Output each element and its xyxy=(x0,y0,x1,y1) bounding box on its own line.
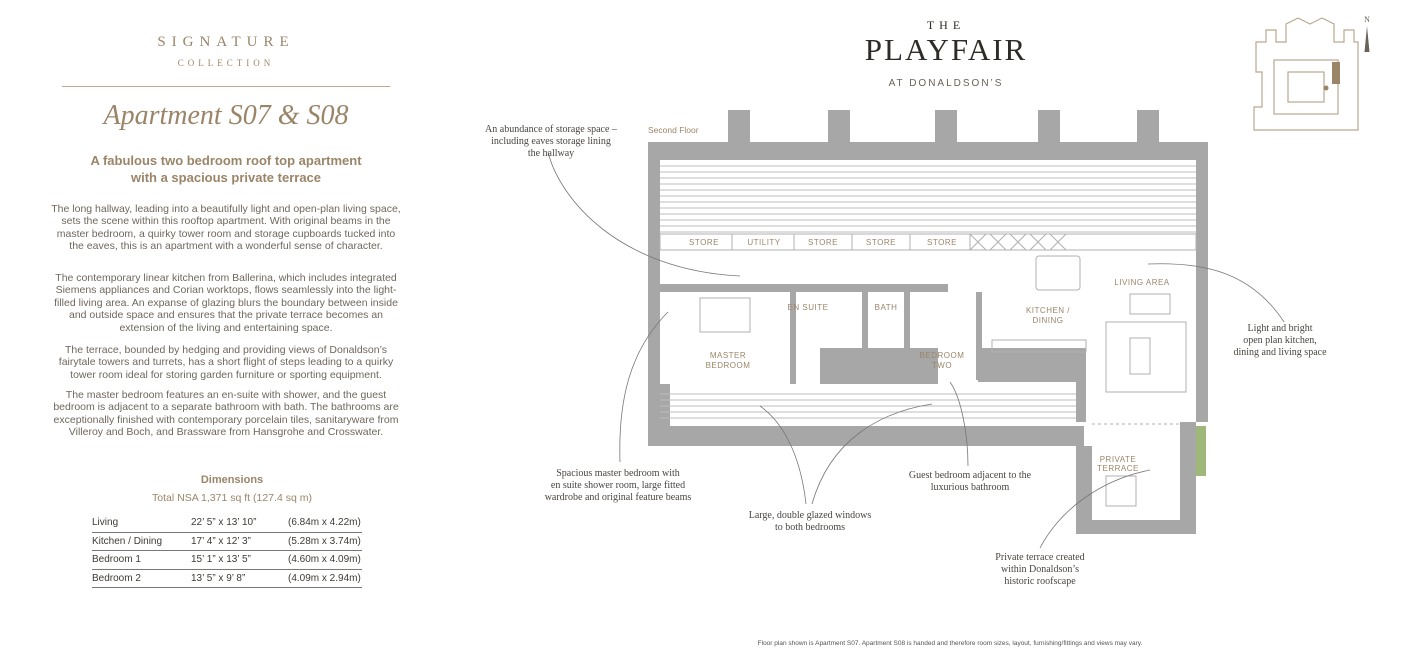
footer-disclaimer: Floor plan shown is Apartment S07. Apart… xyxy=(757,640,1143,647)
room-label-store: STORE xyxy=(689,238,719,247)
room-metric: (6.84m x 4.22m) xyxy=(288,514,362,533)
logo-the: THE xyxy=(926,18,966,32)
floor-label: Second Floor xyxy=(648,125,699,135)
collection-subtitle: COLLECTION xyxy=(177,58,275,68)
windows-note: Large, double glazed windows to both bed… xyxy=(748,510,872,533)
apartment-highlight xyxy=(1332,62,1340,84)
headline-line-1: A fabulous two bedroom roof top apartmen… xyxy=(90,153,362,168)
room-metric: (4.09m x 2.94m) xyxy=(288,569,362,588)
room-imperial: 22’ 5” x 13’ 10” xyxy=(191,514,288,533)
dimensions-title: Dimensions xyxy=(200,474,264,486)
room-label-bath: BATH xyxy=(875,303,898,312)
room-label-ensuite: EN SUITE xyxy=(788,303,829,312)
headline-line-2: with a spacious private terrace xyxy=(130,170,322,185)
table-row: Bedroom 1 15’ 1” x 13’ 5” (4.60m x 4.09m… xyxy=(92,550,362,570)
room-label-utility: UTILITY xyxy=(747,238,780,247)
title-divider xyxy=(62,86,390,87)
north-arrow-icon xyxy=(1364,26,1370,52)
room-metric: (5.28m x 3.74m) xyxy=(288,532,362,551)
room-imperial: 15’ 1” x 13’ 5” xyxy=(191,550,288,570)
room-label-kitchen: KITCHEN / xyxy=(1026,306,1070,315)
dimensions-total: Total NSA 1,371 sq ft (127.4 sq m) xyxy=(152,492,312,504)
room-imperial: 13’ 5” x 9’ 8” xyxy=(191,569,288,588)
table-row: Kitchen / Dining 17’ 4” x 12’ 3” (5.28m … xyxy=(92,532,362,551)
master-note: Spacious master bedroom with en suite sh… xyxy=(544,468,692,503)
room-label-store: STORE xyxy=(808,238,838,247)
room-label-terrace: TERRACE xyxy=(1097,464,1139,473)
room-label-master: BEDROOM xyxy=(706,361,751,370)
description-paragraph: The terrace, bounded by hedging and prov… xyxy=(58,344,394,381)
room-label-store: STORE xyxy=(927,238,957,247)
headline: A fabulous two bedroom roof top apartmen… xyxy=(62,152,390,186)
description-paragraph: The contemporary linear kitchen from Bal… xyxy=(54,272,398,334)
room-name: Kitchen / Dining xyxy=(92,532,191,551)
apartment-title: Apartment S07 & S08 xyxy=(103,100,349,131)
dimensions-table: Living 22’ 5” x 13’ 10” (6.84m x 4.22m) … xyxy=(92,514,362,588)
room-name: Living xyxy=(92,514,191,533)
room-label-store: STORE xyxy=(866,238,896,247)
floor-plan: STORE UTILITY STORE STORE STORE EN SUITE… xyxy=(648,110,1208,534)
room-label-bedroom-two: BEDROOM xyxy=(920,351,965,360)
guest-note: Guest bedroom adjacent to the luxurious … xyxy=(908,470,1032,493)
room-metric: (4.60m x 4.09m) xyxy=(288,550,362,570)
description-paragraph: The master bedroom features an en-suite … xyxy=(53,389,399,439)
room-name: Bedroom 1 xyxy=(92,550,191,570)
table-row: Living 22’ 5” x 13’ 10” (6.84m x 4.22m) xyxy=(92,514,362,533)
storage-note: An abundance of storage space – includin… xyxy=(485,124,617,159)
compass-letter: N xyxy=(1364,15,1370,24)
logo-subtitle: AT DONALDSON’S xyxy=(888,78,1004,89)
table-row: Bedroom 2 13’ 5” x 9’ 8” (4.09m x 2.94m) xyxy=(92,569,362,588)
living-note: Light and bright open plan kitchen, dini… xyxy=(1233,323,1327,358)
room-imperial: 17’ 4” x 12’ 3” xyxy=(191,532,288,551)
logo-main: PLAYFAIR xyxy=(864,32,1028,67)
room-label-bedroom-two: TWO xyxy=(932,361,952,370)
hedge xyxy=(1196,426,1206,476)
terrace-note: Private terrace created within Donaldson… xyxy=(995,552,1085,587)
room-label-kitchen: DINING xyxy=(1033,316,1064,325)
room-label-terrace: PRIVATE xyxy=(1100,455,1137,464)
room-label-master: MASTER xyxy=(710,351,746,360)
description-paragraph: The long hallway, leading into a beautif… xyxy=(51,203,401,253)
room-label-living: LIVING AREA xyxy=(1114,278,1169,287)
collection-title: SIGNATURE xyxy=(157,34,295,50)
key-plan: N xyxy=(1253,15,1370,131)
room-name: Bedroom 2 xyxy=(92,569,191,588)
